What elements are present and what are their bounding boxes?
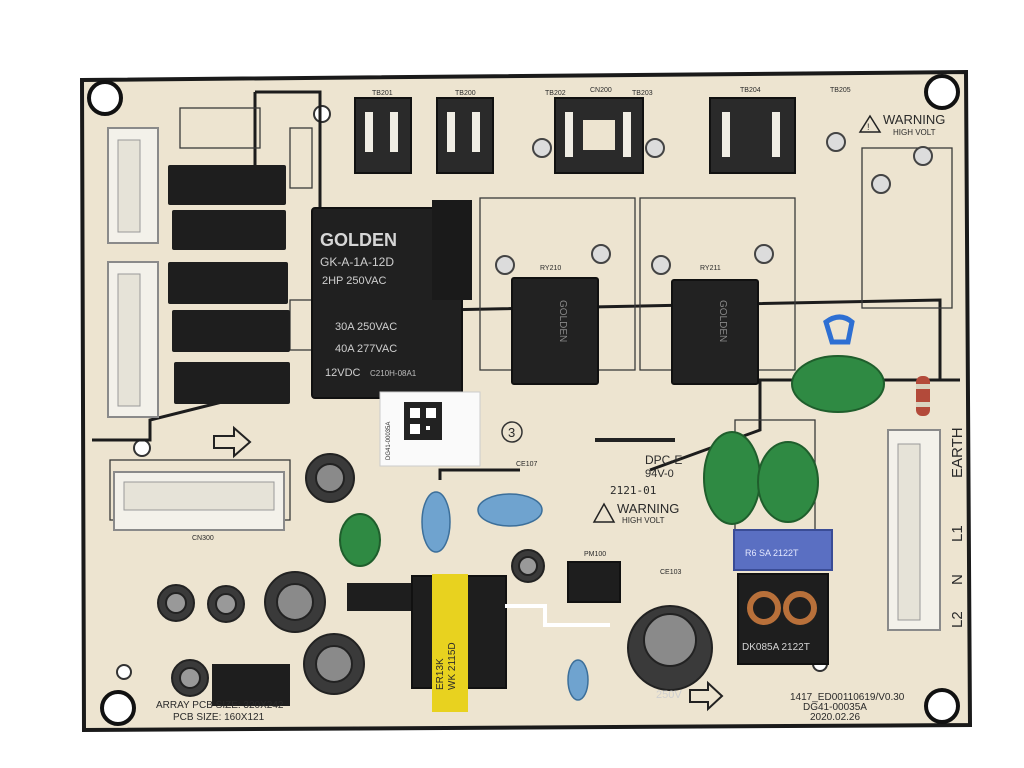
warning-mid-sub: HIGH VOLT (622, 516, 665, 525)
white-trace (505, 604, 610, 627)
connector-label-6: TB205 (830, 87, 851, 94)
relay-stack (168, 165, 290, 404)
connector-label-2: TB202 (545, 90, 566, 97)
screw-terminals (495, 132, 933, 275)
l2-label: L2 (949, 611, 966, 628)
relay-rating-2-text: 30A 250VAC (335, 321, 397, 333)
qr-label: DG41-00035A (379, 391, 481, 467)
silkscreen-outlines (109, 107, 953, 531)
filter-code-1: DK085A 2122T (742, 642, 810, 653)
warning-top-text: WARNING (883, 112, 945, 127)
date-stamp-text: 2121-01 (610, 484, 656, 497)
warning-top: ! WARNING HIGH VOLT (858, 112, 945, 137)
power-connector: EARTH L1 N L2 (887, 427, 966, 631)
ceramic-capacitors (421, 491, 589, 701)
small-relay-brand-right: GOLDEN (717, 300, 728, 342)
mounting-holes (87, 74, 960, 726)
electrolytic-capacitors (157, 453, 713, 697)
line-filter: R6 SA 2122T DK085A 2122T (733, 529, 833, 665)
connector-label-1: TB200 (455, 90, 476, 97)
warning-top-sub: HIGH VOLT (893, 128, 936, 137)
n-label: N (949, 574, 966, 585)
cn300-connector: CN300 (113, 471, 285, 542)
arrow-right-icon (689, 680, 724, 712)
pcb-code-text: 1417_ED00110619/V0.30 (790, 692, 905, 703)
relay-cert-text: C210H-08A1 (370, 369, 417, 378)
filter-code-2: R6 SA 2122T (745, 548, 799, 558)
pwm-ic-label: PM100 (584, 551, 606, 558)
transformer: WK 2115D ER13K (411, 574, 507, 712)
small-relay-ry210: GOLDEN RY210 (511, 265, 599, 385)
left-connector-top (107, 127, 159, 244)
connector-label-3: CN200 (590, 87, 612, 94)
ce107-label: CE107 (516, 461, 538, 468)
dpc-code-text: DPC-E (645, 453, 682, 467)
earth-label: EARTH (949, 427, 966, 478)
connector-label-5: TB204 (740, 87, 761, 94)
circle-marker (501, 421, 523, 443)
small-relay-ry211: GOLDEN RY211 (671, 265, 759, 385)
small-connector-2 (212, 664, 290, 706)
relay-coil-text: 12VDC (325, 367, 361, 379)
relay-ry210-label: RY210 (540, 265, 561, 272)
warning-mid-text: WARNING (617, 501, 679, 516)
capacitor-voltage-text: 250V (656, 689, 682, 701)
relay-brand-text: GOLDEN (320, 230, 397, 250)
left-connector-bottom (107, 261, 159, 418)
flammability-text: 94V-0 (645, 468, 674, 480)
small-relay-brand-left: GOLDEN (557, 300, 568, 342)
cn300-label: CN300 (192, 535, 214, 542)
transformer-code-2: ER13K (435, 658, 446, 690)
main-relay: GOLDEN GK-A-1A-12D 2HP 250VAC 30A 250VAC… (311, 200, 472, 399)
varistors (339, 355, 885, 567)
part-number-text: DG41-00035A (803, 702, 867, 713)
warning-middle: WARNING HIGH VOLT (592, 501, 679, 525)
circle-number: 3 (508, 425, 515, 440)
relay-rating-3-text: 40A 277VAC (335, 343, 397, 355)
connector-label-4: TB203 (632, 90, 653, 97)
fuse (916, 376, 930, 416)
terminal-blocks (354, 97, 796, 174)
small-connector-1 (347, 583, 411, 611)
terminal-labels: TB201 TB200 TB202 CN200 TB203 TB204 TB20… (372, 87, 851, 97)
pcb-size-text: PCB SIZE: 160X121 (173, 712, 265, 723)
relay-rating-1-text: 2HP 250VAC (322, 275, 386, 287)
blue-clip (823, 314, 855, 345)
pwm-ic: PM100 (567, 551, 621, 603)
board-date-text: 2020.02.26 (810, 712, 860, 723)
transformer-code-1: WK 2115D (447, 642, 458, 690)
qr-label-text: DG41-00035A (386, 422, 392, 460)
relay-ry211-label: RY211 (700, 265, 721, 272)
arrow-left-icon (213, 425, 252, 459)
relay-model-text: GK-A-1A-12D (320, 255, 394, 269)
ce103-label: CE103 (660, 569, 682, 576)
dpc-marking: DPC-E 94V-0 2121-01 (595, 438, 682, 497)
svg-text:!: ! (867, 122, 870, 132)
array-size-text: ARRAY PCB SIZE: 320X242 (156, 700, 284, 711)
connector-label-0: TB201 (372, 90, 393, 97)
l1-label: L1 (949, 525, 966, 542)
